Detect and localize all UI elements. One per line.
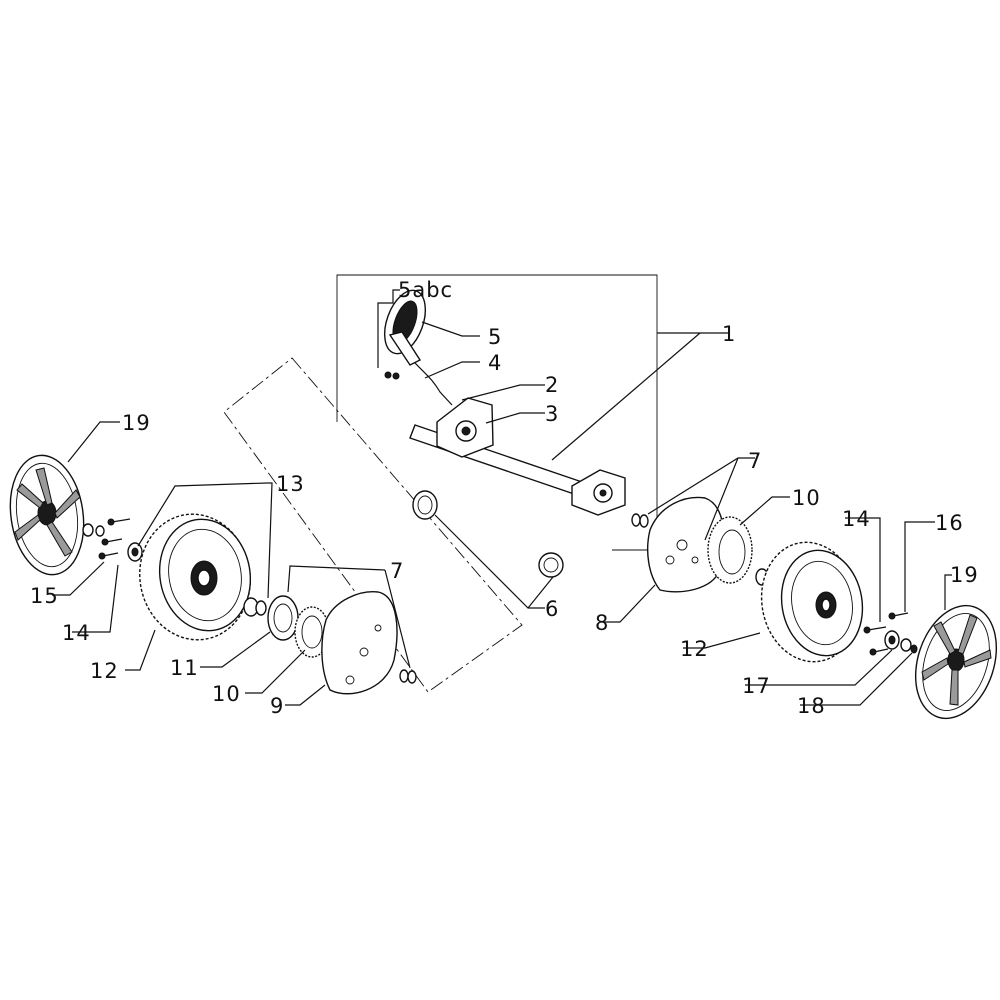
label-7-right: 7: [748, 449, 762, 473]
label-5abc: 5abc: [398, 278, 453, 302]
axle-assembly: [409, 397, 626, 516]
right-wheel-12: [760, 541, 864, 663]
left-ring-11: [267, 595, 299, 641]
label-2: 2: [545, 373, 559, 397]
left-wheel-12: [139, 513, 252, 641]
left-hubcap-19: [9, 454, 85, 576]
screw-5abc-a: [384, 371, 392, 379]
label-19-left: 19: [122, 411, 151, 435]
bushing-6-lower: [538, 552, 564, 578]
left-hardware: [82, 518, 143, 562]
label-19-right: 19: [950, 563, 979, 587]
control-assembly: [383, 289, 453, 406]
right-bracket-hub-center: [599, 489, 607, 497]
screw-5abc-b: [392, 372, 400, 380]
label-14-left: 14: [62, 621, 91, 645]
label-16: 16: [935, 511, 964, 535]
dashed-group-boundary: [223, 357, 523, 693]
label-4: 4: [488, 351, 502, 375]
bushing-6-upper: [412, 490, 438, 520]
label-17: 17: [742, 674, 771, 698]
label-1: 1: [722, 322, 736, 346]
label-15: 15: [30, 584, 59, 608]
right-gear-10: [707, 516, 753, 584]
right-hubcap-19: [914, 604, 998, 720]
label-3: 3: [545, 402, 559, 426]
label-12-left: 12: [90, 659, 119, 683]
label-7-left: 7: [390, 559, 404, 583]
left-ring-7a: [399, 669, 409, 683]
label-18: 18: [797, 694, 826, 718]
label-5: 5: [488, 325, 502, 349]
label-9: 9: [270, 694, 284, 718]
label-14-right: 14: [842, 507, 871, 531]
leader-lines: [52, 289, 952, 706]
control-stem: [388, 331, 422, 366]
left-bearing-13b: [255, 600, 267, 616]
label-12-right: 12: [680, 637, 709, 661]
label-13: 13: [276, 472, 305, 496]
label-10-right: 10: [792, 486, 821, 510]
left-plate-9: [321, 591, 398, 695]
assembly-box: [336, 274, 658, 551]
left-ring-7b: [407, 670, 417, 684]
gearbox-hub-center: [461, 426, 471, 436]
label-10-left: 10: [212, 682, 241, 706]
right-ring-7a: [631, 513, 641, 527]
label-11: 11: [170, 656, 199, 680]
right-hardware: [863, 612, 918, 656]
callout-labels: 5abc 5 4 2 3 1 6 7 10 8 12 14 16 19 17 1…: [30, 278, 979, 718]
label-8: 8: [595, 611, 609, 635]
label-6: 6: [545, 597, 559, 621]
right-ring-7b: [639, 514, 649, 528]
axle-shaft: [409, 424, 586, 497]
